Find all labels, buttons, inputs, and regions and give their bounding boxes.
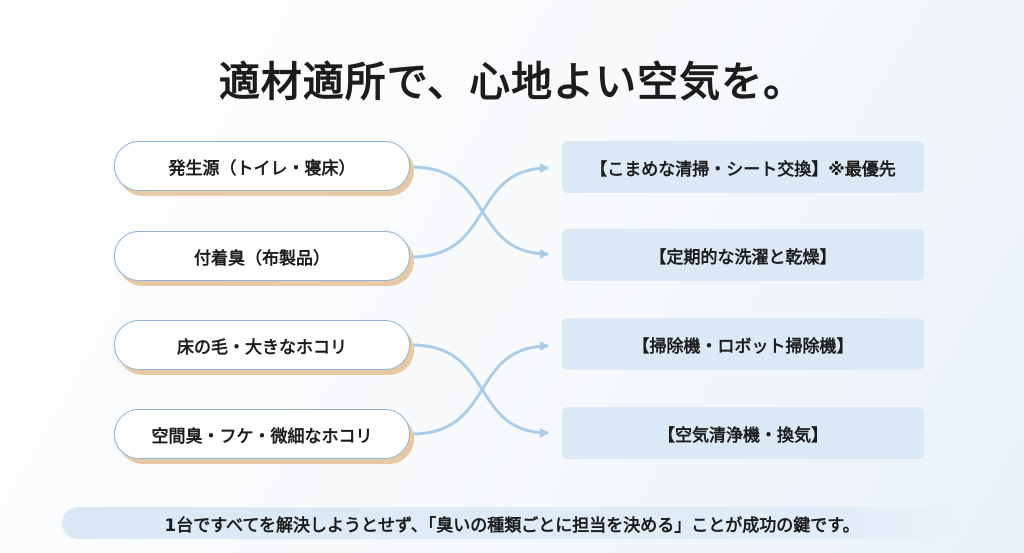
source-box-floor-hair: 床の毛・大きなホコリ <box>114 320 410 370</box>
source-box-toilet-bed: 発生源（トイレ・寝床） <box>114 141 410 191</box>
connector-1-to-2 <box>411 165 549 259</box>
footer-note: 1台ですべてを解決しようとせず、「臭いの種類ごとに担当を決める」ことが成功の鍵で… <box>62 507 962 539</box>
solution-label: 【掃除機・ロボット掃除機】 <box>632 336 854 357</box>
source-box-airborne: 空間臭・フケ・微細なホコリ <box>114 409 410 459</box>
solution-box-vacuum: 【掃除機・ロボット掃除機】 <box>562 318 924 370</box>
connector-4-to-3 <box>411 341 549 436</box>
solution-label: 【空気清浄機・換気】 <box>658 425 828 446</box>
solution-box-laundry: 【定期的な洗濯と乾燥】 <box>562 229 924 281</box>
connector-3-to-4 <box>411 343 549 438</box>
solution-label: 【こまめな清掃・シート交換】※最優先 <box>590 159 896 180</box>
connector-2-to-1 <box>411 163 549 259</box>
source-label: 付着臭（布製品） <box>194 248 330 269</box>
page-title: 適材適所で、心地よい空気を。 <box>218 58 806 106</box>
source-box-fabric: 付着臭（布製品） <box>114 231 410 281</box>
solution-label: 【定期的な洗濯と乾燥】 <box>649 247 837 268</box>
source-label: 床の毛・大きなホコリ <box>177 337 347 358</box>
source-label: 空間臭・フケ・微細なホコリ <box>151 426 373 447</box>
footer-text: 1台ですべてを解決しようとせず、「臭いの種類ごとに担当を決める」ことが成功の鍵で… <box>164 515 860 536</box>
solution-box-cleaning: 【こまめな清掃・シート交換】※最優先 <box>562 141 924 193</box>
solution-box-air-purifier: 【空気清浄機・換気】 <box>562 407 924 459</box>
source-label: 発生源（トイレ・寝床） <box>168 158 356 179</box>
